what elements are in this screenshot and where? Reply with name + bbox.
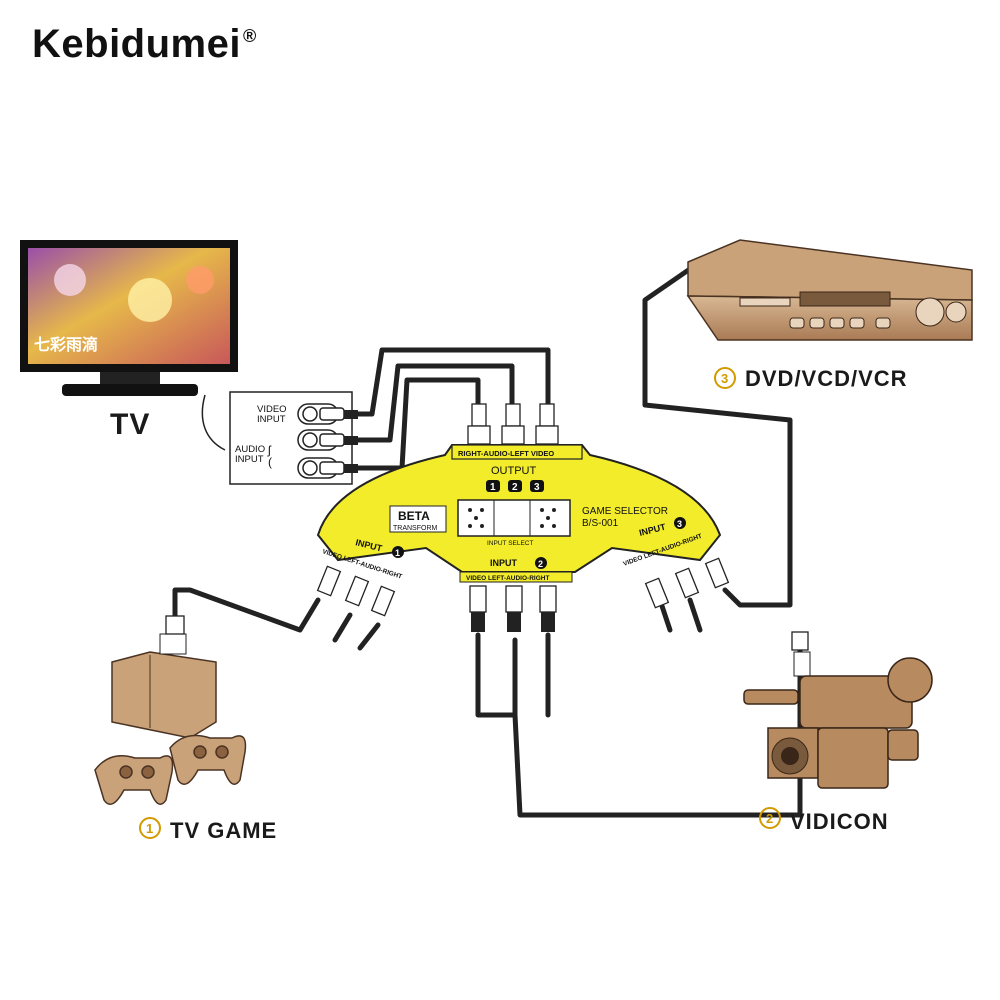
dvd-label: DVD/VCD/VCR <box>745 366 908 391</box>
tv-game-number: 1 <box>146 821 153 836</box>
tv-game-label: TV GAME <box>170 818 277 843</box>
video-input-label-2: INPUT <box>257 414 286 425</box>
output-label: OUTPUT <box>491 465 537 477</box>
game-console: 1 TV GAME <box>94 633 277 843</box>
input2-label: INPUT <box>490 558 518 568</box>
output-jacks <box>467 403 559 445</box>
cable-input3 <box>642 259 793 608</box>
svg-text:3: 3 <box>677 519 682 529</box>
selector-brand: BETA <box>398 509 430 523</box>
brand-name: Kebidumei <box>32 22 241 66</box>
tv-device: 七彩雨滴 TV <box>20 240 238 441</box>
audio-input-label-1: AUDIO <box>235 444 265 455</box>
tv-screen-text: 七彩雨滴 <box>34 335 98 354</box>
model-number: B/S-001 <box>582 518 619 529</box>
svg-text:1: 1 <box>395 548 400 558</box>
audio-input-label-2: INPUT <box>235 454 264 465</box>
controller-left <box>94 755 174 805</box>
svg-text:(: ( <box>268 455 272 469</box>
cable-output-audio-left <box>354 363 515 443</box>
switch-dots <box>468 508 556 528</box>
selector-brand-sub: TRANSFORM <box>393 525 438 532</box>
cable-output-audio-right <box>354 377 481 471</box>
vidicon-number: 2 <box>766 811 773 826</box>
registered-mark: ® <box>242 26 257 46</box>
svg-text:3: 3 <box>534 482 540 493</box>
svg-text:2: 2 <box>512 482 518 493</box>
output-jack-label: RIGHT-AUDIO-LEFT VIDEO <box>458 449 554 458</box>
tv-label: TV <box>110 408 150 441</box>
dvd-player: 3 DVD/VCD/VCR <box>686 239 973 391</box>
tv-input-panel: VIDEO INPUT AUDIO INPUT ʃ ( <box>201 391 358 485</box>
input-select-label: INPUT SELECT <box>487 540 534 547</box>
svg-text:2: 2 <box>538 559 543 569</box>
brand-logo: Kebidumei® <box>32 22 257 67</box>
vidicon-label: VIDICON <box>790 809 889 834</box>
svg-text:ʃ: ʃ <box>267 443 272 457</box>
model-title: GAME SELECTOR <box>582 506 668 517</box>
cable-output-video <box>354 347 551 417</box>
tv-stand <box>62 384 198 396</box>
cable-input2 <box>475 632 518 718</box>
cable-input1 <box>172 587 321 633</box>
output-number-badges <box>486 480 544 492</box>
input2-jacks: VIDEO LEFT-AUDIO-RIGHT <box>466 575 549 582</box>
dvd-number: 3 <box>721 371 728 386</box>
vidicon-camera: 2 VIDICON <box>743 651 933 834</box>
tv-rca-jacks <box>297 403 345 479</box>
controller-right <box>169 734 247 785</box>
video-input-label-1: VIDEO <box>257 404 287 415</box>
svg-text:1: 1 <box>490 482 496 493</box>
